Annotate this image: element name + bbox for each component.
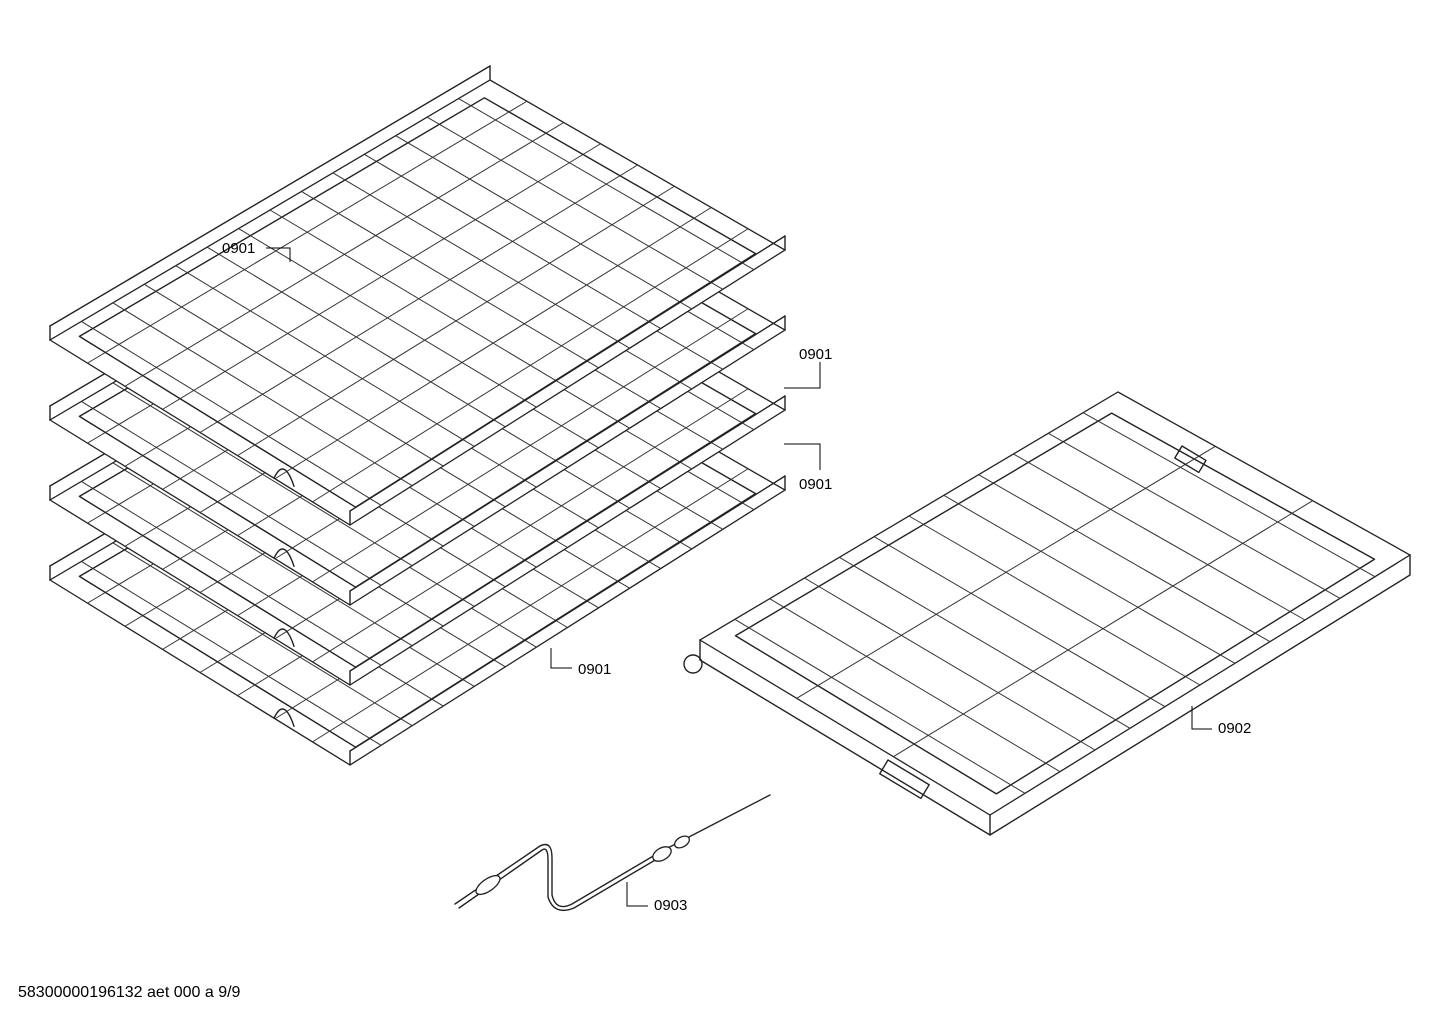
pullout-shelf-drawing: [683, 391, 1412, 836]
callout-0901-bottom: 0901: [578, 661, 612, 678]
callout-0901-right-upper: 0901: [799, 346, 833, 363]
meat-probe-drawing: [454, 794, 771, 912]
callout-0901-top-left: 0901: [222, 240, 256, 257]
document-id-footer: 58300000196132 aet 000 a 9/9: [18, 984, 241, 1001]
callout-0903: 0903: [654, 897, 688, 914]
callout-0902: 0902: [1218, 720, 1252, 737]
wire-rack: [48, 65, 787, 526]
callout-0901-right-lower: 0901: [799, 476, 833, 493]
callout-leader-lines: [266, 247, 1212, 907]
wire-racks-stack: [48, 65, 787, 766]
